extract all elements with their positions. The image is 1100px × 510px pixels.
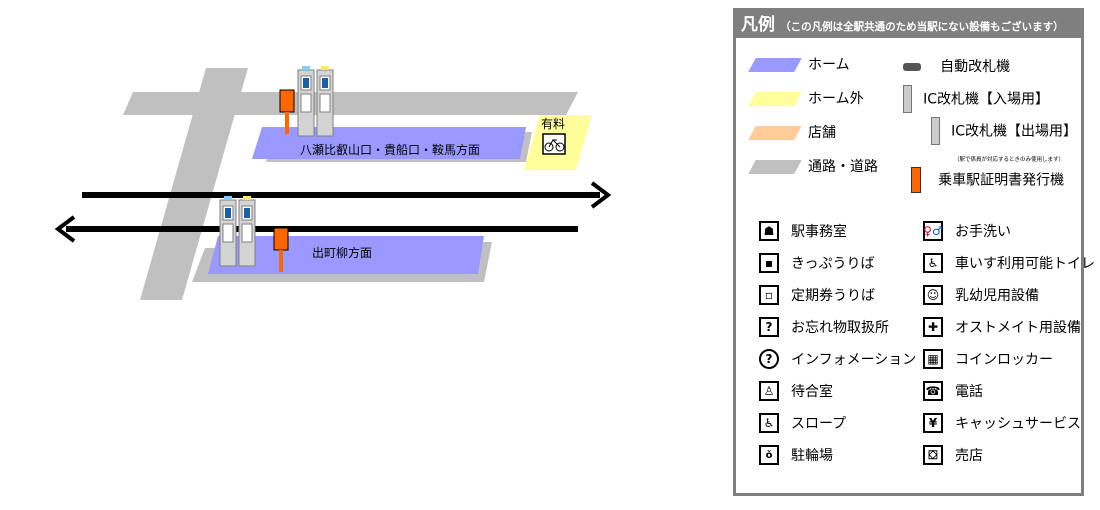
- cash-service-icon: ¥: [923, 413, 943, 433]
- legend-title: 凡例: [741, 15, 775, 35]
- legend-equipment-ic-exit: IC改札機【出場用】: [931, 117, 1077, 145]
- equipment-label-certificate: 乗車駅証明書発行機: [938, 172, 1065, 189]
- platform-upper-label: 八瀬比叡山口・貴船口・鞍馬方面: [300, 142, 480, 157]
- legend-note: （この凡例は全駅共通のため当駅にない設備もございます）: [780, 21, 1064, 33]
- equipment-label-ic-exit: IC改札機【出場用】: [951, 123, 1077, 140]
- facility-label-kiosk: 売店: [955, 448, 983, 464]
- coin-locker-icon: ▦: [923, 349, 943, 369]
- track-upper-arrow-icon: [590, 181, 612, 209]
- facility-label-bicycle: 駐輪場: [791, 448, 833, 464]
- ic-gate-group-upper: [297, 66, 334, 137]
- swatch-label-platform: ホーム: [808, 57, 850, 73]
- lost-property-icon: ?: [759, 317, 779, 337]
- baby-facility-icon: ☺: [923, 285, 943, 305]
- facility-label-wheelchair-toilet: 車いす利用可能トイレ: [955, 256, 1095, 272]
- platform-lower-label: 出町柳方面: [312, 245, 372, 260]
- facility-label-telephone: 電話: [955, 384, 983, 400]
- facility-label-baby: 乳幼児用設備: [955, 288, 1039, 304]
- legend-equipment-ic-exit-note: （駅で係員が対応するときのみ使用します）: [954, 146, 1064, 165]
- shop-swatch: [748, 126, 802, 140]
- information-icon: ?: [759, 349, 779, 369]
- ticket-office-icon: ▪: [759, 253, 779, 273]
- track-lower-arrow-icon: [54, 215, 76, 243]
- certificate-machine-icon: [911, 167, 921, 193]
- passage-swatch: [748, 160, 802, 174]
- ic-gate-group-lower: [219, 196, 256, 267]
- swatch-label-passage: 通路・道路: [808, 159, 878, 175]
- swatch-label-outside: ホーム外: [808, 91, 864, 107]
- slope-icon: ♿: [759, 413, 779, 433]
- facility-label-slope: スロープ: [791, 416, 847, 432]
- legend-panel: 凡例 （この凡例は全駅共通のため当駅にない設備もございます） ホーム ホーム外 …: [733, 8, 1095, 496]
- ticket-gate-icon: [903, 62, 921, 71]
- kiosk-icon: ⛋: [923, 445, 943, 465]
- wheelchair-toilet-icon: ♿: [923, 253, 943, 273]
- legend-header: 凡例 （この凡例は全駅共通のため当駅にない設備もございます）: [736, 11, 1081, 38]
- facility-label-coin-locker: コインロッカー: [955, 352, 1053, 368]
- facility-label-waiting-room: 待合室: [791, 384, 833, 400]
- ic-exit-icon: [931, 117, 940, 145]
- paid-label: 有料: [541, 117, 565, 131]
- certificate-machine-upper: [279, 89, 295, 134]
- facility-label-information: インフォメーション: [791, 352, 917, 368]
- facility-label-lost-property: お忘れ物取扱所: [791, 320, 889, 336]
- facility-label-ostomate: オストメイト用設備: [955, 320, 1081, 336]
- waiting-room-icon: ♙: [759, 381, 779, 401]
- ic-entry-icon: [903, 85, 912, 113]
- station-map: 八瀬比叡山口・貴船口・鞍馬方面 出町柳方面 有料: [54, 66, 612, 300]
- toilet-icon: ♀♂: [923, 221, 943, 241]
- ostomate-icon: ✚: [923, 317, 943, 337]
- equipment-label-ic-exit-note: （駅で係員が対応するときのみ使用します）: [954, 157, 1065, 163]
- swatch-label-shop: 店舗: [808, 125, 836, 141]
- passage-diagonal: [140, 68, 248, 300]
- passage-upper: [123, 92, 578, 115]
- legend-equipment-gate: 自動改札機: [903, 56, 1010, 76]
- telephone-icon: ☎: [923, 381, 943, 401]
- equipment-label-ic-entry: IC改札機【入場用】: [923, 91, 1049, 108]
- legend-equipment-certificate: 乗車駅証明書発行機: [911, 167, 1064, 193]
- office-icon: ☗: [759, 221, 779, 241]
- pass-office-icon: ▫: [759, 285, 779, 305]
- facility-label-office: 駅事務室: [791, 224, 847, 240]
- facility-label-toilet: お手洗い: [955, 224, 1011, 240]
- outside-swatch: [748, 92, 802, 106]
- facility-label-cash-service: キャッシュサービス: [955, 416, 1081, 432]
- bicycle-parking-icon: [542, 133, 566, 155]
- bicycle-parking-icon: ǒ: [759, 445, 779, 465]
- legend-equipment-ic-entry: IC改札機【入場用】: [903, 85, 1049, 113]
- certificate-machine-lower: [273, 227, 289, 272]
- facility-label-ticket-office: きっぷうりば: [791, 256, 875, 272]
- equipment-label-gate: 自動改札機: [940, 59, 1011, 75]
- platform-swatch: [748, 58, 802, 72]
- facility-label-pass-office: 定期券うりば: [791, 288, 875, 304]
